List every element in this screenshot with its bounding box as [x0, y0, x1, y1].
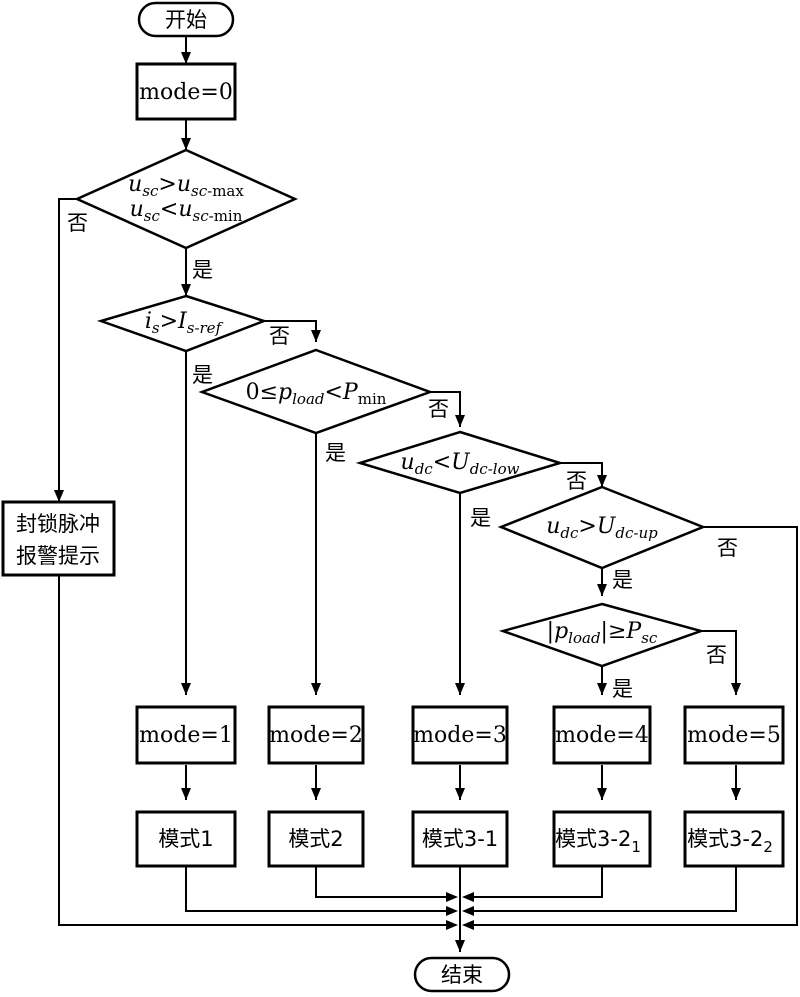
- mode5-label: mode=5: [687, 723, 781, 748]
- decision3-text: 0≤pload<Pmin: [246, 380, 387, 408]
- d4-no-label: 否: [566, 469, 587, 493]
- process-block-pulse-alarm: 封锁脉冲 报警提示: [1, 500, 116, 577]
- d2-yes-label: 是: [192, 363, 213, 387]
- d6-yes-label: 是: [612, 677, 633, 701]
- d3-yes-label: 是: [325, 441, 346, 465]
- mode1-label: mode=1: [139, 723, 233, 748]
- branch-labels: 否 是 否 是 否 是 否 是 否 是 否 是: [67, 211, 738, 701]
- process-mode5: mode=5: [683, 705, 785, 765]
- d6-no-label: 否: [706, 643, 727, 667]
- decision2-text: is>Is-ref: [145, 309, 224, 337]
- process-mode3: mode=3: [411, 705, 509, 765]
- pattern1-label: 模式1: [158, 827, 213, 851]
- process-pattern2: 模式2: [267, 810, 365, 868]
- process-mode1: mode=1: [135, 705, 237, 765]
- process-pattern3-1: 模式3-1: [411, 810, 509, 868]
- decision4-text: udc<Udc-low: [401, 450, 520, 478]
- process-pattern3-2-2: 模式3-22: [683, 810, 785, 868]
- alarm-line1: 封锁脉冲: [16, 512, 100, 536]
- d1-no-label: 否: [67, 211, 88, 235]
- d5-no-label: 否: [717, 536, 738, 560]
- mode2-label: mode=2: [269, 723, 363, 748]
- connectors: [58, 36, 798, 952]
- mode4-label: mode=4: [555, 723, 649, 748]
- decision1-line1: usc>usc-max: [128, 172, 244, 200]
- arrowheads: [54, 52, 741, 952]
- d2-no-label: 否: [269, 324, 290, 348]
- start-terminal: 开始: [137, 1, 235, 38]
- process-pattern1: 模式1: [135, 810, 237, 868]
- end-label: 结束: [441, 963, 483, 987]
- mode0-label: mode=0: [139, 80, 233, 105]
- decision-is-vs-isref: is>Is-ref: [96, 294, 268, 353]
- decision-pload-psc: |pload|≥Psc: [498, 602, 706, 668]
- process-pattern3-2-1: 模式3-21: [552, 810, 652, 868]
- pattern3-1-label: 模式3-1: [422, 827, 498, 851]
- decision6-text: |pload|≥Psc: [547, 619, 658, 647]
- decision1-line2: usc<usc-min: [130, 197, 243, 225]
- decision5-text: udc>Udc-up: [546, 514, 658, 542]
- d3-no-label: 否: [428, 397, 449, 421]
- d5-yes-label: 是: [612, 568, 633, 592]
- pattern3-2-2-label: 模式3-22: [687, 827, 773, 856]
- alarm-line2: 报警提示: [16, 544, 100, 568]
- pattern2-label: 模式2: [288, 827, 343, 851]
- process-mode4: mode=4: [552, 705, 652, 765]
- mode3-label: mode=3: [413, 723, 507, 748]
- process-mode0: mode=0: [135, 62, 237, 121]
- decision-udc-up: udc>Udc-up: [497, 485, 707, 570]
- start-label: 开始: [165, 8, 207, 32]
- d1-yes-label: 是: [192, 258, 213, 282]
- process-mode2: mode=2: [267, 705, 365, 765]
- pattern3-2-1-label: 模式3-21: [555, 827, 641, 856]
- end-terminal: 结束: [413, 956, 511, 993]
- d4-yes-label: 是: [470, 506, 491, 530]
- decision-pload-range: 0≤pload<Pmin: [198, 348, 434, 435]
- decision-usc-range: usc>usc-max usc<usc-min: [73, 148, 299, 250]
- decision-udc-low: udc<Udc-low: [355, 430, 565, 495]
